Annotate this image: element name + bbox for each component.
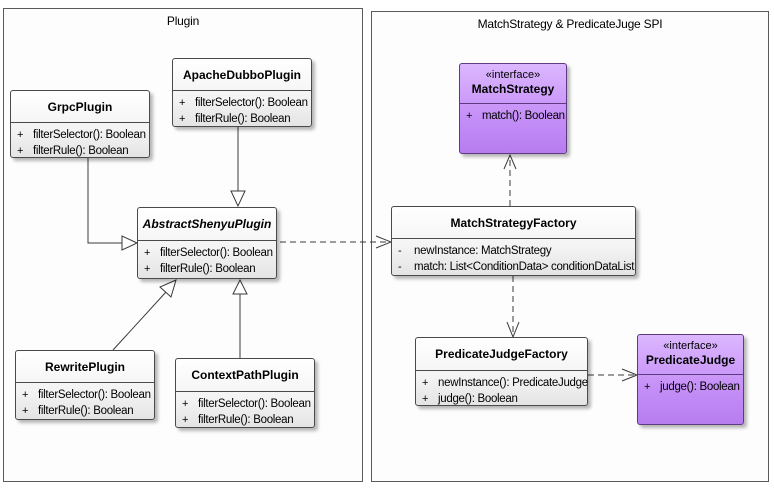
class-apache-dubbo-plugin[interactable]: ApacheDubboPlugin +filterSelector(): Boo… [172,58,312,127]
class-abstract-shenyu-plugin[interactable]: AbstractShenyuPlugin +filterSelector(): … [137,207,277,279]
interface-predicate-judge[interactable]: «interface» PredicateJudge +judge(): Boo… [637,334,744,425]
operation: +filterRule(): Boolean [144,263,256,275]
operation: +judge(): Boolean [422,393,518,405]
class-name: PredicateJudge [645,353,736,367]
open-arrowhead [503,153,517,170]
visibility-marker: + [17,145,24,157]
class-name: AbstractShenyuPlugin [142,217,272,231]
visibility-marker: + [182,398,189,410]
visibility-marker: + [182,414,189,426]
rewrite-inherits-edge [112,291,167,351]
visibility-marker: + [22,389,29,401]
operation: +filterSelector(): Boolean [144,247,273,259]
stereotype-label: «interface» [663,340,718,352]
visibility-marker: + [17,129,24,141]
class-name: MatchStrategyFactory [450,216,577,230]
visibility-marker: + [466,110,473,122]
visibility-marker: + [644,381,651,393]
field: -match: List<ConditionData> conditionDat… [398,261,635,273]
visibility-marker: + [179,113,186,125]
class-predicate-judge-factory[interactable]: PredicateJudgeFactory +newInstance(): Pr… [415,337,588,406]
package-title: MatchStrategy & PredicateJuge SPI [477,17,663,31]
visibility-marker: + [179,97,186,109]
grpc-inherits-edge [87,158,122,244]
generalization-arrowhead [159,279,177,298]
visibility-marker: - [398,245,402,257]
operation: +filterSelector(): Boolean [179,97,308,109]
visibility-marker: + [144,247,151,259]
operation: +filterSelector(): Boolean [22,389,151,401]
visibility-marker: + [422,377,429,389]
class-context-path-plugin[interactable]: ContextPathPlugin +filterSelector(): Boo… [175,358,315,428]
interface-match-strategy[interactable]: «interface» MatchStrategy +match(): Bool… [459,63,567,154]
operation: +filterRule(): Boolean [179,113,291,125]
generalization-arrowhead [121,235,139,251]
operation: +filterSelector(): Boolean [182,398,311,410]
operation: +newInstance(): PredicateJudge [422,377,588,389]
class-rewrite-plugin[interactable]: RewritePlugin +filterSelector(): Boolean… [15,350,155,420]
class-grpc-plugin[interactable]: GrpcPlugin +filterSelector(): Boolean +f… [10,90,150,158]
class-name: PredicateJudgeFactory [435,347,568,361]
class-name: ContextPathPlugin [191,368,299,382]
visibility-marker: - [398,261,402,273]
visibility-marker: + [144,263,151,275]
visibility-marker: + [422,393,429,405]
operation: +filterRule(): Boolean [182,414,294,426]
operation: +judge(): Boolean [644,381,740,393]
class-name: GrpcPlugin [47,100,113,114]
stereotype-label: «interface» [485,69,541,81]
operation: +filterRule(): Boolean [17,145,129,157]
class-name: RewritePlugin [44,360,125,374]
generalization-arrowhead [230,190,246,208]
operation: +match(): Boolean [466,110,565,122]
generalization-arrowhead [232,278,248,295]
operation: +filterSelector(): Boolean [17,129,146,141]
field: -newInstance: MatchStrategy [398,245,552,257]
operation: +filterRule(): Boolean [22,405,134,417]
class-name: ApacheDubboPlugin [183,68,301,82]
class-name: MatchStrategy [471,82,555,96]
visibility-marker: + [22,405,29,417]
package-title: Plugin [166,14,200,28]
class-match-strategy-factory[interactable]: MatchStrategyFactory -newInstance: Match… [391,206,636,276]
